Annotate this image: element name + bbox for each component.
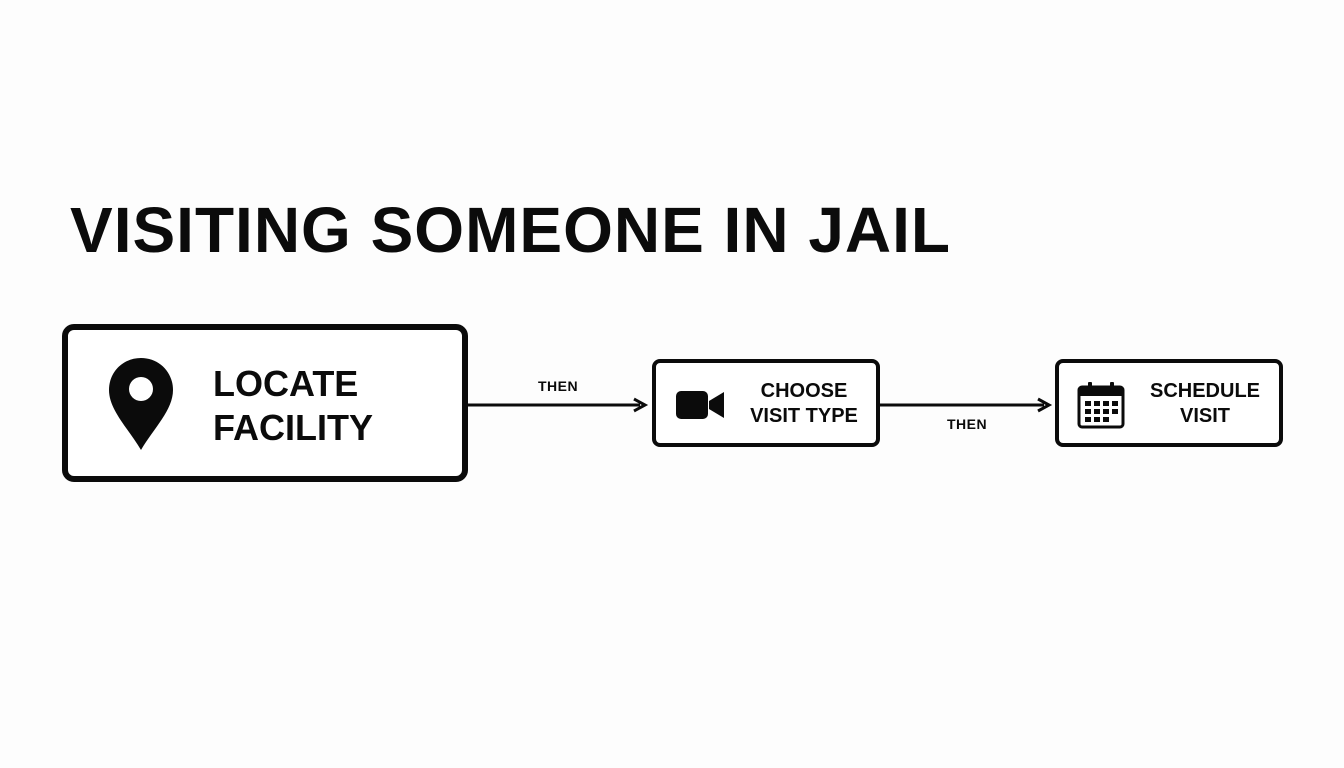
connector-label: THEN <box>947 416 988 432</box>
step-label-line: FACILITY <box>213 407 373 448</box>
diagram-title: VISITING SOMEONE IN JAIL <box>70 194 951 266</box>
map-pin-icon <box>109 358 173 450</box>
step-label-line: CHOOSE <box>760 380 848 402</box>
arrow-connector <box>468 397 649 413</box>
calendar-icon <box>1077 382 1125 429</box>
step-locate-facility: LOCATE FACILITY <box>62 324 468 482</box>
arrow-connector <box>880 397 1053 413</box>
step-label-line: VISIT TYPE <box>750 405 858 427</box>
step-choose-visit-type: CHOOSE VISIT TYPE <box>652 359 880 447</box>
step-label: SCHEDULE VISIT <box>1139 379 1271 429</box>
step-label: LOCATE FACILITY <box>213 362 373 450</box>
connector-label: THEN <box>538 378 579 394</box>
step-label-line: VISIT <box>1179 405 1230 427</box>
step-schedule-visit: SCHEDULE VISIT <box>1055 359 1283 447</box>
step-label-line: SCHEDULE <box>1149 380 1260 402</box>
step-label-line: LOCATE <box>213 363 359 404</box>
step-label: CHOOSE VISIT TYPE <box>740 379 868 429</box>
video-camera-icon <box>676 391 724 419</box>
